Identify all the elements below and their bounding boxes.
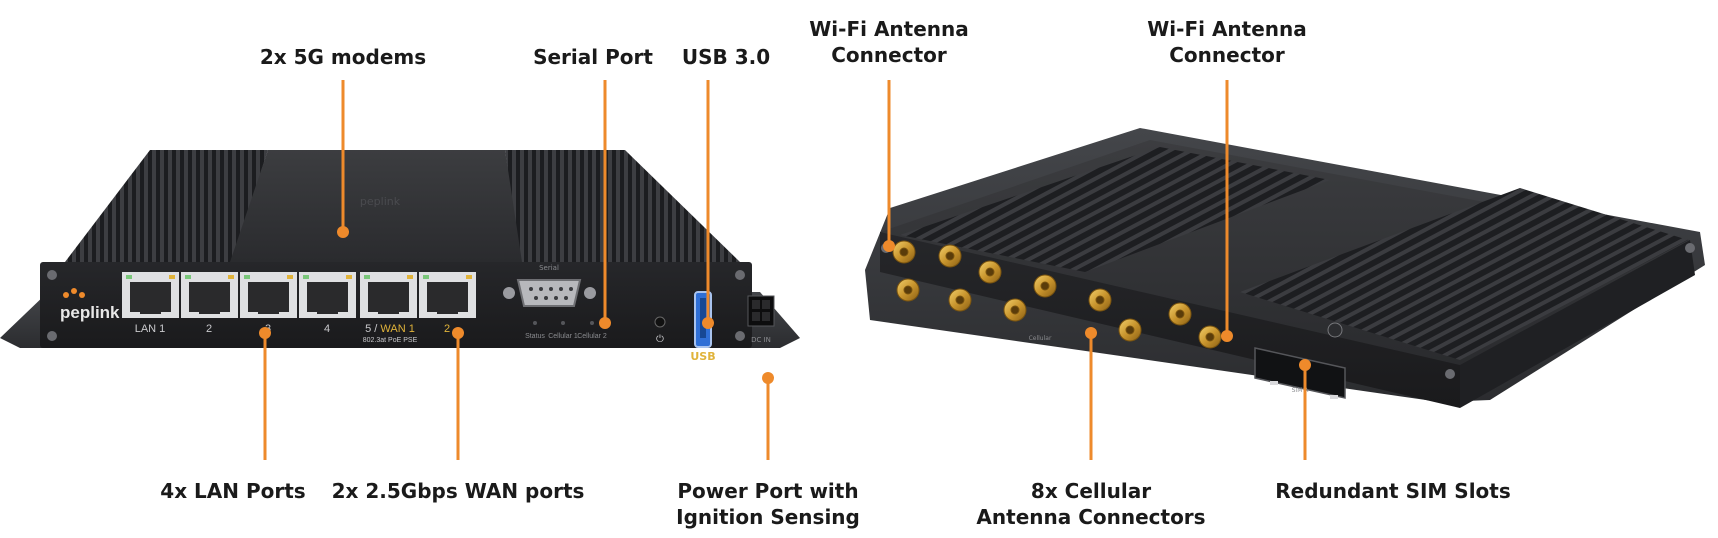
- sma-connectors: [892, 240, 1222, 349]
- heatsink-left: [65, 150, 268, 262]
- wifi-connector-left: [892, 240, 916, 264]
- callout-wifi-right: Wi-Fi Antenna Connector: [1147, 17, 1307, 67]
- cellular-connector-5: [1033, 274, 1057, 298]
- status-led-label: Status: [525, 333, 545, 340]
- wan-port-2: [419, 272, 476, 318]
- cellular-connector-3: [978, 260, 1002, 284]
- lan-port-4: [299, 272, 356, 318]
- svg-text:Serial: Serial: [539, 264, 559, 272]
- svg-text:DC IN: DC IN: [751, 336, 771, 344]
- wan-2-label: 2: [444, 323, 450, 335]
- rear-router: Cellular SIM A: [865, 128, 1705, 408]
- heatsink-right: [505, 150, 740, 262]
- svg-text:peplink: peplink: [360, 195, 401, 208]
- cellular-connector-9: [1168, 302, 1192, 326]
- callout-wan-ports: 2x 2.5Gbps WAN ports: [331, 479, 585, 503]
- cellular-connector-2: [896, 278, 920, 302]
- callout-lan-ports: 4x LAN Ports: [160, 479, 306, 503]
- cellular-connector-6: [1003, 298, 1027, 322]
- cellular-connector-8: [1118, 318, 1142, 342]
- cellular-connector-4: [948, 288, 972, 312]
- callout-sim-slots: Redundant SIM Slots: [1275, 479, 1511, 503]
- power-port: DC IN: [747, 295, 775, 344]
- rear-heatsink-right: [1240, 188, 1688, 360]
- cellular-1-led-label: Cellular 1: [548, 333, 578, 340]
- lan-port-1: [122, 272, 179, 318]
- rear-heatsink-left: [900, 147, 1330, 272]
- callout-5g-modems: 2x 5G modems: [259, 45, 427, 69]
- callout-serial-port: Serial Port: [533, 45, 653, 69]
- callout-power-port: Power Port with Ignition Sensing: [676, 479, 860, 529]
- callout-lines: [259, 80, 1311, 460]
- cellular-connector-1: [938, 244, 962, 268]
- sim-slots: SIM A: [1254, 347, 1346, 399]
- callout-usb: USB 3.0: [681, 45, 771, 69]
- lan-1-label: LAN 1: [135, 323, 166, 335]
- svg-text:SIM A: SIM A: [1292, 387, 1310, 394]
- lan-port-3: [240, 272, 297, 318]
- wifi-connector-right: [1198, 325, 1222, 349]
- poe-label: 802.3at PoE PSE: [363, 337, 418, 344]
- lan-4-label: 4: [324, 323, 330, 335]
- serial-port: Serial: [503, 264, 596, 307]
- top-plate: [230, 150, 522, 262]
- reset-button: [654, 316, 666, 328]
- callout-wifi-left: Wi-Fi Antenna Connector: [809, 17, 969, 67]
- wan-port-1: [360, 272, 417, 318]
- wan-1-label: 5 / WAN 1: [365, 323, 415, 335]
- cellular-connector-7: [1088, 288, 1112, 312]
- svg-text:peplink: peplink: [60, 303, 120, 322]
- cellular-2-led-label: Cellular 2: [577, 333, 607, 340]
- peplink-logo: peplink: [60, 288, 120, 322]
- rear-port-caption: Cellular: [1029, 335, 1052, 342]
- callout-cellular-connectors: 8x Cellular Antenna Connectors: [976, 479, 1206, 529]
- lan-2-label: 2: [206, 323, 212, 335]
- ethernet-ports: [122, 272, 476, 318]
- svg-text:USB: USB: [690, 350, 715, 363]
- power-symbol-icon: ⏻: [656, 334, 664, 345]
- lan-port-2: [181, 272, 238, 318]
- front-router: peplink peplink: [0, 150, 800, 363]
